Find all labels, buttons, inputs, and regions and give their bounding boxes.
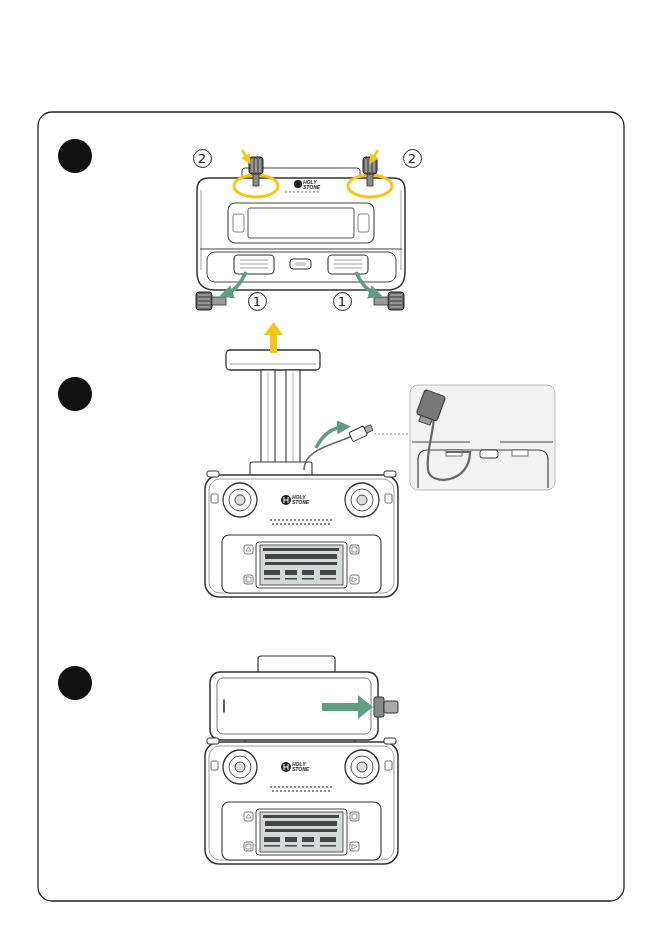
controller-top-view	[334, 260, 362, 268]
controller-top-view	[228, 203, 374, 243]
motion-arrow	[242, 150, 248, 160]
step-marker	[58, 139, 92, 173]
controller-top-view	[295, 262, 306, 266]
callout-circle: 1	[333, 292, 352, 311]
detail-inset	[414, 389, 446, 427]
control-stick	[196, 292, 212, 310]
step-marker	[58, 666, 92, 700]
control-stick	[212, 297, 226, 305]
controller-top-view	[289, 191, 291, 193]
callout-number: 2	[198, 152, 206, 165]
controller-top-view	[313, 191, 315, 193]
controller-top-view	[207, 252, 396, 282]
motion-arrow	[358, 695, 373, 719]
cable-plug	[374, 697, 384, 717]
smartphone	[217, 678, 371, 734]
motion-arrow	[322, 695, 373, 719]
callout-circle: 2	[403, 149, 422, 168]
control-stick	[390, 295, 402, 307]
control-stick	[249, 157, 263, 174]
motion-arrow	[316, 427, 344, 448]
controller-top-view	[317, 191, 319, 193]
callout-number: 1	[253, 295, 261, 308]
controller-top-view	[234, 255, 274, 274]
smartphone	[210, 672, 378, 740]
cable	[304, 436, 352, 470]
controller-top-view	[197, 168, 405, 290]
controller-top-view	[301, 191, 303, 193]
phone-holder	[230, 364, 316, 365]
controller-top-view	[240, 260, 268, 268]
controller-top-view	[290, 259, 311, 269]
controller-top-view	[285, 191, 287, 193]
controller-top-view	[233, 214, 244, 232]
control-stick	[198, 295, 210, 307]
motion-arrow	[270, 333, 277, 353]
cable	[364, 425, 373, 433]
control-stick	[388, 292, 404, 310]
motion-arrow	[264, 322, 344, 448]
controller-top-view	[305, 191, 307, 193]
frame	[38, 112, 624, 901]
detail-inset	[410, 385, 555, 490]
step-marker	[58, 139, 92, 700]
motion-arrow	[226, 272, 246, 294]
detail-inset	[512, 450, 528, 456]
controller-top-view	[293, 191, 295, 193]
smartphone	[223, 700, 225, 712]
controller-top-view	[297, 191, 299, 193]
controller-top-view	[248, 208, 354, 238]
controller-front	[205, 738, 398, 864]
detail-inset	[410, 385, 555, 490]
detail-inset	[419, 416, 432, 426]
phone-holder	[250, 462, 312, 476]
controller-top-view	[197, 178, 405, 290]
controller-top-view	[200, 249, 402, 250]
detail-inset	[428, 418, 470, 480]
cable-plug	[374, 697, 398, 717]
cable	[374, 434, 410, 435]
control-stick	[363, 157, 377, 174]
motion-arrow	[322, 703, 360, 711]
controller-top-view	[309, 191, 311, 193]
smartphone	[210, 672, 378, 740]
cable	[349, 423, 374, 442]
cable-plug	[384, 701, 398, 713]
brand-logo-text: HOLY STONE	[303, 180, 324, 190]
callout-number: 2	[408, 152, 416, 165]
control-stick	[252, 159, 260, 172]
motion-arrow	[356, 272, 376, 294]
cable	[304, 423, 410, 470]
control-stick	[374, 297, 388, 305]
motion-arrow	[226, 150, 378, 294]
callout-circle: 1	[248, 292, 267, 311]
phone-holder	[268, 372, 293, 466]
controller-top-view	[294, 180, 302, 188]
controller-top-view	[328, 255, 368, 274]
control-stick	[196, 157, 404, 310]
motion-arrow	[372, 150, 378, 160]
callout-number: 1	[338, 295, 346, 308]
brand-logo-text: HOLY STONE	[292, 762, 313, 772]
callout-circle: 2	[193, 149, 212, 168]
detail-inset	[412, 441, 553, 442]
detail-inset	[480, 450, 498, 458]
controller-top-view	[358, 214, 369, 232]
brand-logo-text: HOLY STONE	[292, 495, 313, 505]
control-stick	[366, 159, 374, 172]
detail-inset	[418, 450, 548, 488]
controller-top-view	[285, 191, 319, 193]
step-marker	[58, 377, 92, 411]
motion-arrow	[264, 322, 283, 335]
controller-front	[205, 471, 398, 597]
phone-holder	[226, 350, 320, 476]
